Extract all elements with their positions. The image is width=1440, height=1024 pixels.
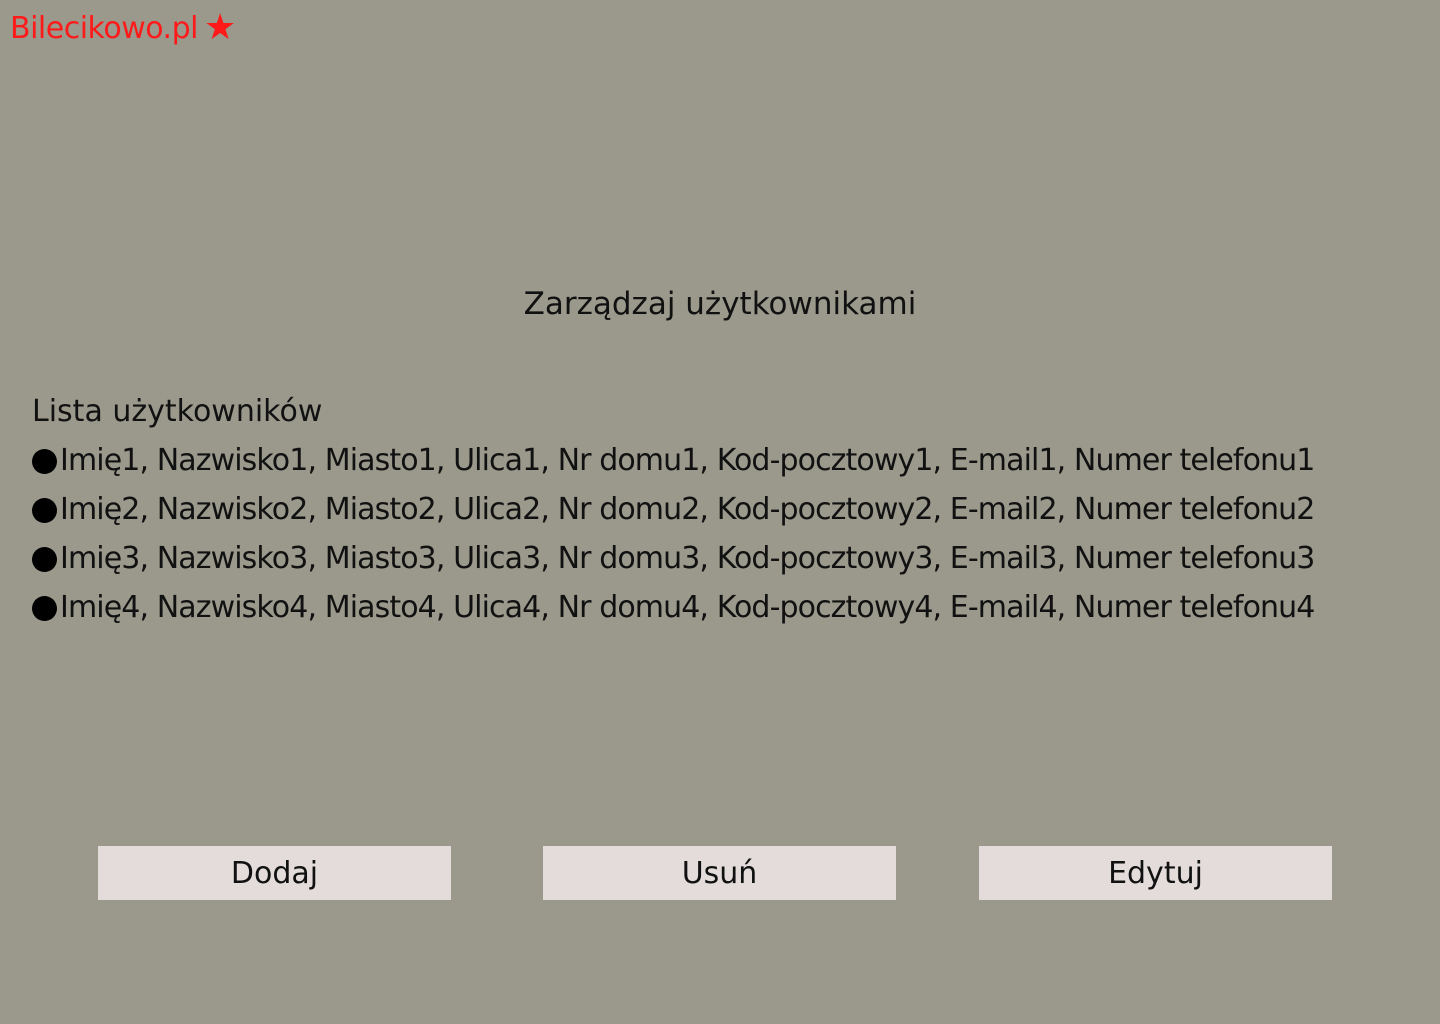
edit-button[interactable]: Edytuj	[979, 846, 1332, 900]
list-item[interactable]: Imię4, Nazwisko4, Miasto4, Ulica4, Nr do…	[32, 588, 1432, 628]
bullet-icon	[32, 448, 57, 474]
brand-logo[interactable]: Bilecikowo.pl ★	[10, 10, 236, 46]
user-entry-text: Imię3, Nazwisko3, Miasto3, Ulica3, Nr do…	[60, 541, 1315, 576]
list-item[interactable]: Imię2, Nazwisko2, Miasto2, Ulica2, Nr do…	[32, 490, 1432, 530]
add-button[interactable]: Dodaj	[98, 846, 451, 900]
page-title: Zarządzaj użytkownikami	[523, 286, 917, 322]
bullet-icon	[32, 497, 57, 523]
user-entry-text: Imię4, Nazwisko4, Miasto4, Ulica4, Nr do…	[60, 590, 1315, 625]
list-item[interactable]: Imię1, Nazwisko1, Miasto1, Ulica1, Nr do…	[32, 441, 1432, 481]
user-entry-text: Imię1, Nazwisko1, Miasto1, Ulica1, Nr do…	[60, 443, 1315, 478]
user-entry-text: Imię2, Nazwisko2, Miasto2, Ulica2, Nr do…	[60, 492, 1315, 527]
list-item[interactable]: Imię3, Nazwisko3, Miasto3, Ulica3, Nr do…	[32, 539, 1432, 579]
star-icon: ★	[203, 7, 236, 48]
user-list-section: Lista użytkowników Imię1, Nazwisko1, Mia…	[32, 392, 1432, 637]
bullet-icon	[32, 595, 57, 621]
delete-button[interactable]: Usuń	[543, 846, 896, 900]
user-list: Imię1, Nazwisko1, Miasto1, Ulica1, Nr do…	[32, 441, 1432, 628]
brand-name: Bilecikowo.pl	[10, 10, 198, 46]
user-list-heading: Lista użytkowników	[32, 394, 323, 429]
bullet-icon	[32, 546, 57, 572]
